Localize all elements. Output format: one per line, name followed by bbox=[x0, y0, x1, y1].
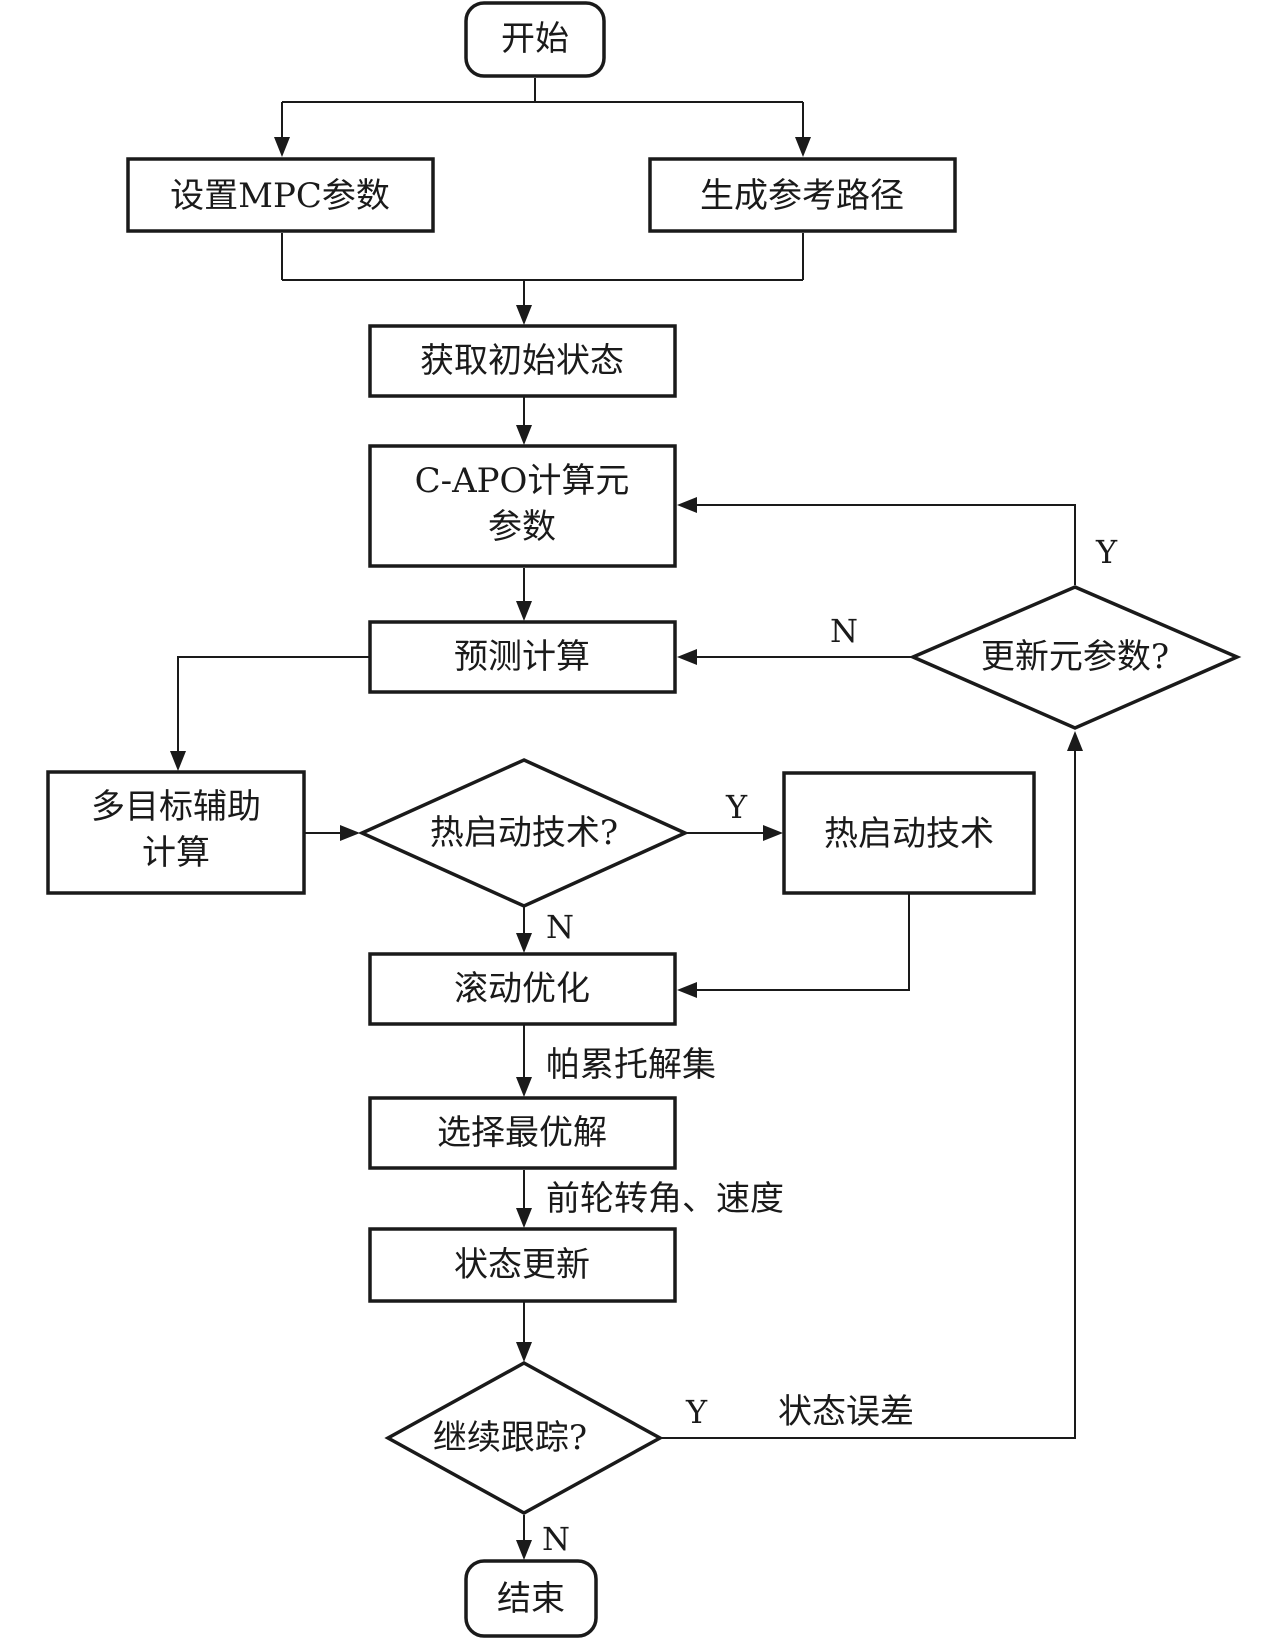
end-label: 结束 bbox=[497, 1579, 565, 1619]
node-select: 选择最优解 bbox=[368, 1096, 677, 1170]
capo-label-line2: 参数 bbox=[488, 507, 556, 547]
hot-question-label: 热启动技术? bbox=[430, 813, 618, 853]
hot-label: 热启动技术 bbox=[824, 814, 994, 854]
update-meta-label: 更新元参数? bbox=[981, 637, 1169, 677]
start-label: 开始 bbox=[501, 19, 569, 59]
init-state-box bbox=[368, 324, 677, 398]
edge-labels: Y N Y N 帕累托解集 前轮转角、速度 Y 状态误差 N bbox=[542, 533, 1118, 1558]
node-update-meta: 更新元参数? bbox=[908, 585, 1242, 730]
arrow-to-continue bbox=[516, 1342, 532, 1362]
start-terminal bbox=[464, 1, 606, 78]
continue-yes-label: Y bbox=[685, 1393, 708, 1431]
edge-predict-multi bbox=[177, 656, 370, 766]
rolling-box bbox=[368, 952, 677, 1026]
arrow-to-rolling bbox=[516, 933, 532, 953]
node-state-update: 状态更新 bbox=[368, 1227, 677, 1303]
arrow-to-multi bbox=[170, 751, 186, 771]
arrow-to-init-state bbox=[516, 305, 532, 325]
node-hot: 热启动技术 bbox=[782, 771, 1036, 895]
hot-no-label: N bbox=[546, 908, 574, 946]
select-label: 选择最优解 bbox=[437, 1113, 607, 1153]
rolling-label: 滚动优化 bbox=[454, 969, 590, 1009]
arrow-update-to-predict bbox=[677, 649, 697, 665]
node-multi-objective: 多目标辅助 计算 bbox=[46, 770, 306, 895]
gen-path-box bbox=[648, 157, 957, 233]
capo-box bbox=[368, 444, 677, 568]
arrow-to-end bbox=[516, 1540, 532, 1560]
multi-objective-label-line1: 多目标辅助 bbox=[91, 787, 261, 827]
edges bbox=[170, 78, 1083, 1560]
state-update-box bbox=[368, 1227, 677, 1303]
continue-label: 继续跟踪? bbox=[433, 1418, 587, 1458]
set-mpc-label: 设置MPC参数 bbox=[170, 176, 390, 216]
node-continue: 继续跟踪? bbox=[384, 1361, 664, 1515]
multi-objective-box bbox=[46, 770, 306, 895]
init-state-label: 获取初始状态 bbox=[420, 341, 624, 381]
edge-update-capo bbox=[682, 504, 1076, 585]
hot-yes-label: Y bbox=[725, 788, 748, 826]
end-terminal bbox=[464, 1559, 598, 1638]
update-yes-label: Y bbox=[1095, 533, 1118, 571]
node-init-state: 获取初始状态 bbox=[368, 324, 677, 398]
outputs-label: 前轮转角、速度 bbox=[546, 1179, 784, 1219]
node-hot-question: 热启动技术? bbox=[357, 758, 690, 908]
arrow-to-set-mpc bbox=[274, 137, 290, 157]
select-box bbox=[368, 1096, 677, 1170]
arrow-to-predict bbox=[516, 601, 532, 621]
node-predict: 预测计算 bbox=[368, 620, 677, 694]
edge-merge bbox=[281, 233, 804, 320]
edge-continue-loop bbox=[661, 736, 1076, 1439]
pareto-label: 帕累托解集 bbox=[546, 1045, 716, 1085]
hot-question-diamond bbox=[357, 758, 690, 908]
continue-diamond bbox=[384, 1361, 664, 1515]
node-capo: C-APO计算元 参数 bbox=[368, 444, 677, 568]
arrow-to-state-update bbox=[516, 1208, 532, 1228]
state-error-label: 状态误差 bbox=[778, 1392, 914, 1432]
arrow-hot-to-rolling bbox=[677, 982, 697, 998]
node-rolling: 滚动优化 bbox=[368, 952, 677, 1026]
arrow-to-select bbox=[516, 1077, 532, 1097]
update-no-label: N bbox=[830, 612, 858, 650]
node-set-mpc: 设置MPC参数 bbox=[126, 157, 435, 233]
capo-label-line1: C-APO计算元 bbox=[415, 461, 630, 501]
arrow-to-update-meta bbox=[1067, 731, 1083, 751]
hot-box bbox=[782, 771, 1036, 895]
edge-hot-rolling bbox=[682, 893, 910, 991]
set-mpc-box bbox=[126, 157, 435, 233]
predict-box bbox=[368, 620, 677, 694]
node-start: 开始 bbox=[464, 1, 606, 78]
multi-objective-label-line2: 计算 bbox=[142, 833, 210, 873]
node-end: 结束 bbox=[464, 1559, 598, 1638]
state-update-label: 状态更新 bbox=[454, 1245, 590, 1285]
update-meta-diamond bbox=[908, 585, 1242, 730]
arrow-to-gen-path bbox=[795, 137, 811, 157]
edge-start-split bbox=[281, 78, 804, 152]
continue-no-label: N bbox=[542, 1520, 570, 1558]
arrow-update-to-capo bbox=[677, 497, 697, 513]
node-gen-path: 生成参考路径 bbox=[648, 157, 957, 233]
arrow-to-capo bbox=[516, 425, 532, 445]
arrow-to-hotq bbox=[340, 825, 360, 841]
arrow-to-hot bbox=[763, 825, 783, 841]
predict-label: 预测计算 bbox=[454, 637, 590, 677]
gen-path-label: 生成参考路径 bbox=[700, 176, 904, 216]
